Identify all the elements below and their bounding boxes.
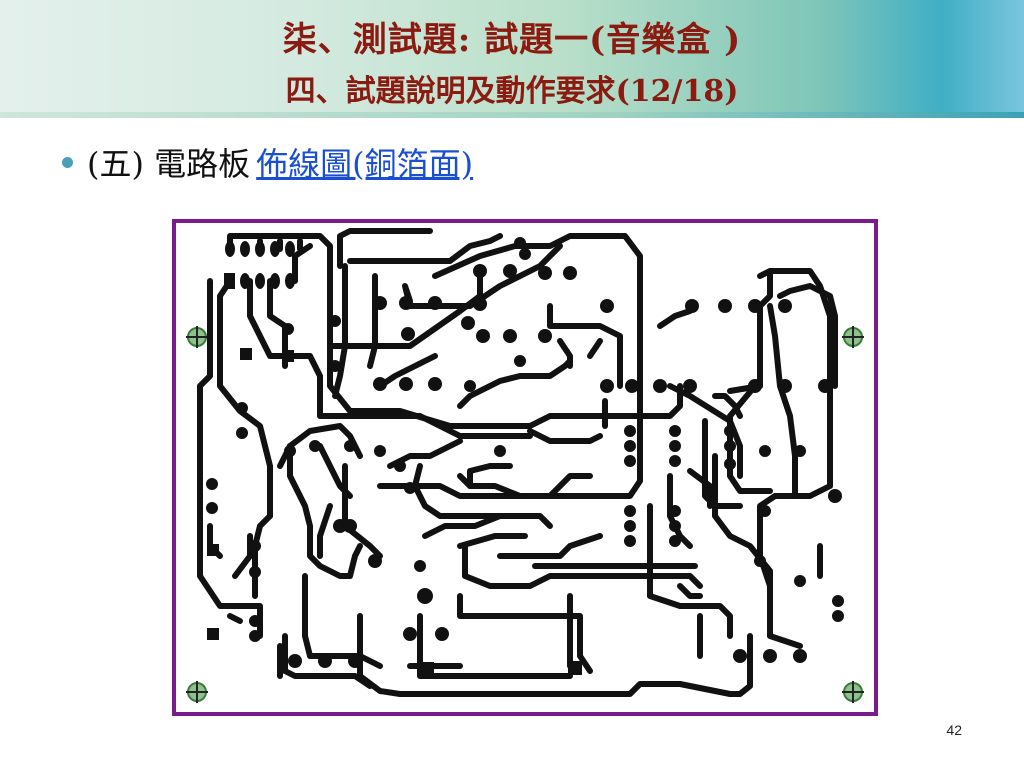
slide-subtitle: 四、試題說明及動作要求(12/18) — [285, 74, 739, 109]
bullet-prefix: (五) 電路板 — [87, 145, 251, 183]
wiring-diagram-link[interactable]: 佈線圖(銅箔面) — [256, 145, 474, 183]
copper-pads — [206, 237, 844, 676]
fiducial-icon — [842, 681, 864, 703]
copper-traces — [197, 228, 838, 697]
fiducial-icon — [186, 681, 208, 703]
bullet-item: (五) 電路板 佈線圖(銅箔面) — [62, 140, 473, 184]
pcb-copper-layout — [172, 219, 878, 716]
slide-header-band — [0, 0, 1024, 118]
slide-title: 柒、測試題: 試題一(音樂盒 ) — [282, 20, 742, 60]
bullet-dot-icon — [62, 156, 73, 168]
page-number: 42 — [946, 722, 962, 738]
fiducial-icon — [186, 326, 208, 348]
fiducial-icon — [842, 326, 864, 348]
